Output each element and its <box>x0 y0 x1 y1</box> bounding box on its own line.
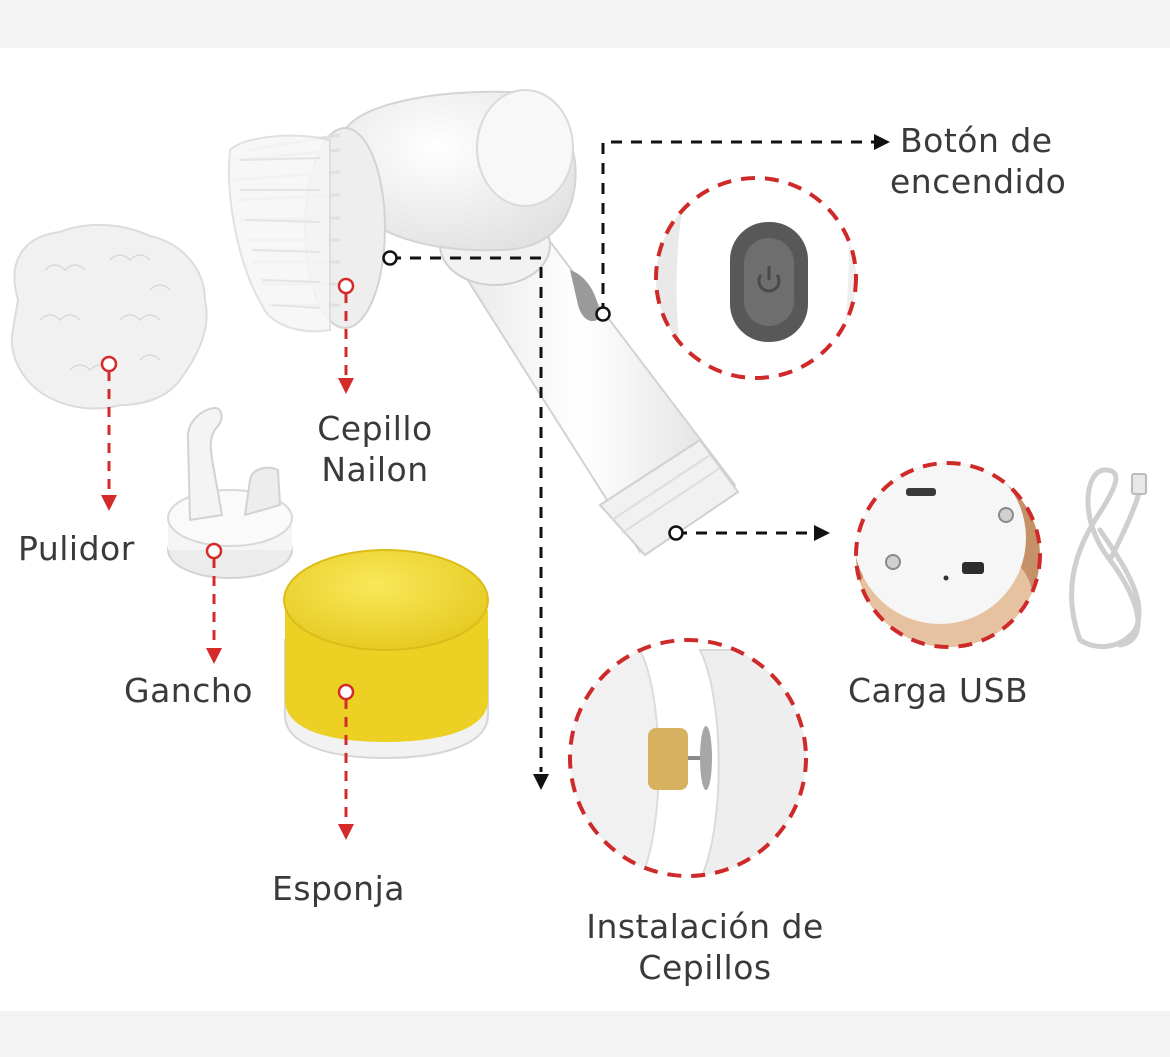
connector-arrowheads <box>533 134 890 790</box>
brush-install-zoom <box>568 638 808 878</box>
connector-anchors <box>382 250 684 541</box>
top-band <box>0 0 1170 48</box>
anchor-install <box>382 250 398 266</box>
red-anchors <box>100 277 355 701</box>
label-polisher: Pulidor <box>18 529 135 568</box>
sponge-image <box>283 549 489 760</box>
arrow-hook <box>206 648 222 664</box>
anchor-polisher <box>100 355 118 373</box>
power-button-zoom <box>654 176 858 380</box>
arrow-power <box>874 134 890 150</box>
label-power-button-line2: encendido <box>890 162 1067 202</box>
arrow-sponge <box>338 824 354 840</box>
label-sponge: Esponja <box>272 869 405 908</box>
label-nylon-brush-line2: Nailon <box>321 450 429 490</box>
power-icon <box>757 266 781 293</box>
usb-cable-image <box>1069 467 1147 650</box>
connector-install <box>390 256 543 772</box>
label-usb-charge: Carga USB <box>848 671 1029 710</box>
label-hook: Gancho <box>124 671 253 710</box>
usb-port-zoom <box>854 461 1042 649</box>
arrow-polisher <box>101 495 117 511</box>
anchor-sponge <box>337 683 355 701</box>
hook-image <box>167 406 293 579</box>
label-power-button: Botón de encendido <box>890 120 1066 203</box>
label-power-button-line1: Botón de <box>900 121 1053 160</box>
red-connectors <box>107 293 348 822</box>
cleaning-brush-device <box>228 89 740 557</box>
anchor-power <box>595 306 611 322</box>
anchor-hook <box>205 542 223 560</box>
arrow-install <box>533 774 549 790</box>
label-nylon-brush: Cepillo Nailon <box>300 408 450 491</box>
red-arrowheads <box>101 378 354 840</box>
label-brush-install: Instalación de Cepillos <box>560 906 850 989</box>
anchor-usb <box>668 525 684 541</box>
bottom-band <box>0 1011 1170 1057</box>
anchor-brush <box>337 277 355 295</box>
label-brush-install-line2: Cepillos <box>638 948 772 988</box>
label-brush-install-line1: Instalación de <box>586 907 824 946</box>
label-nylon-brush-line1: Cepillo <box>317 409 433 448</box>
connector-lines <box>390 140 875 772</box>
arrow-usb <box>814 525 830 541</box>
arrow-brush <box>338 378 354 394</box>
